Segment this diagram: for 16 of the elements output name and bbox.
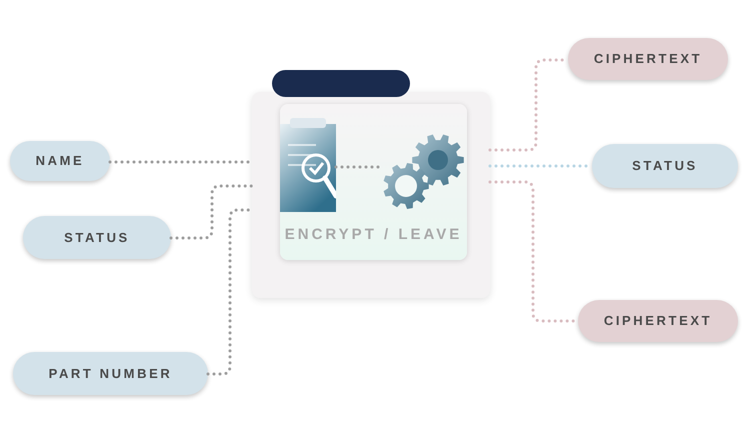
data-pill [592,144,738,188]
data-pill [568,38,728,80]
data-pill [10,141,110,181]
node-label: STATUS [64,228,130,247]
process-card [280,104,467,260]
label-pill [272,70,410,97]
node-label: CIPHERTEXT [594,50,702,68]
data-pill [13,352,208,395]
node-label: NAME [36,152,84,170]
data-pill [578,300,738,342]
node-label: STATUS [632,157,698,176]
node-label: CIPHERTEXT [604,312,712,330]
data-pill [23,216,171,259]
dotted-connector [170,184,254,240]
node-label: PART NUMBER [48,364,172,383]
node-label: ENCRYPT / LEAVE [284,224,462,244]
